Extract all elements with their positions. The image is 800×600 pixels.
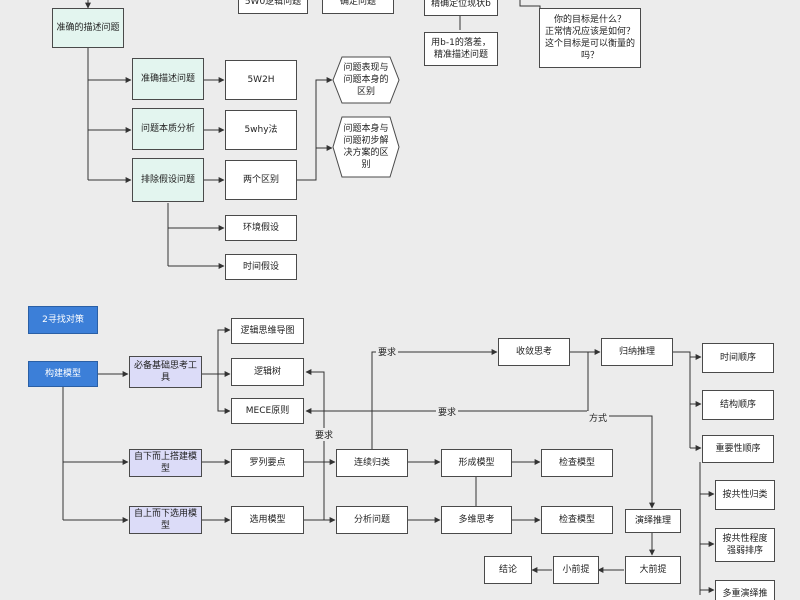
node-goal-question: 你的目标是什么？ 正常情况应该是如何？ 这个目标是可以衡量的 吗？ (539, 8, 641, 68)
node-bottom-up: 自下而上搭建模型 (129, 449, 202, 477)
node-analyze-problem: 分析问题 (336, 506, 408, 534)
node-importance-order: 重要性顺序 (702, 435, 774, 463)
node-time-order: 时间顺序 (702, 343, 774, 373)
node-common-classify: 按共性归类 (715, 480, 775, 510)
node-build-model: 构建模型 (28, 361, 98, 387)
node-converge-thinking: 收敛思考 (498, 338, 570, 366)
node-top-down: 自上而下选用模型 (129, 506, 202, 534)
node-form-model: 形成模型 (441, 449, 512, 477)
node-multi-thinking: 多维思考 (441, 506, 512, 534)
hexagon-shape-2 (332, 116, 400, 178)
node-select-model: 选用模型 (231, 506, 304, 534)
node-induction: 归纳推理 (601, 338, 673, 366)
node-current-status: 精确定位现状b (424, 0, 498, 16)
node-mece: MECE原则 (231, 398, 304, 424)
node-structure-order: 结构顺序 (702, 390, 774, 420)
edge-label-method: 方式 (587, 411, 610, 424)
node-env-assumption: 环境假设 (225, 215, 297, 241)
node-5w2h: 5W2H (225, 60, 297, 100)
node-basic-tools: 必备基础思考工 具 (129, 356, 202, 388)
node-multi-deduction: 多重演绎推 (715, 580, 775, 600)
node-check-model-2: 检查模型 (541, 506, 613, 534)
node-time-assumption: 时间假设 (225, 254, 297, 280)
node-logic-tree: 逻辑树 (231, 358, 304, 386)
node-two-differences: 两个区别 (225, 160, 297, 200)
node-describe-problem: 准确描述问题 (132, 58, 204, 100)
node-check-model-1: 检查模型 (541, 449, 613, 477)
node-logic-mindmap: 逻辑思维导图 (231, 318, 304, 344)
node-find-solution: 2寻找对策 (28, 306, 98, 334)
node-list-points: 罗列要点 (231, 449, 304, 477)
node-gap-description: 用b-1的落差， 精准描述问题 (424, 32, 498, 66)
node-hex-difference-1: 问题表现与 问题本身的 区别 (343, 63, 389, 97)
node-minor-premise: 小前提 (553, 556, 599, 584)
node-remove-assumption: 排除假设问题 (132, 158, 204, 202)
edge-label-requirement-3: 要求 (436, 405, 459, 418)
hexagon-shape-1 (332, 56, 400, 104)
edge-label-requirement-2: 要求 (313, 428, 336, 441)
node-5w0: 5W0逻辑问题 (238, 0, 308, 14)
node-accurate-describe: 准确的描述问题 (52, 8, 124, 48)
node-5why: 5why法 (225, 110, 297, 150)
node-hex-difference-2: 问题本身与 问题初步解 决方案的区 别 (343, 124, 389, 170)
node-deduction: 演绎推理 (625, 509, 681, 533)
node-common-degree: 按共性程度 强弱排序 (715, 528, 775, 562)
node-confirm-problem: 确定问题 (322, 0, 394, 14)
node-major-premise: 大前提 (625, 556, 681, 584)
node-continuous-classify: 连续归类 (336, 449, 408, 477)
edge-label-requirement-1: 要求 (376, 345, 399, 358)
node-essence-analysis: 问题本质分析 (132, 108, 204, 150)
node-conclusion: 结论 (484, 556, 532, 584)
